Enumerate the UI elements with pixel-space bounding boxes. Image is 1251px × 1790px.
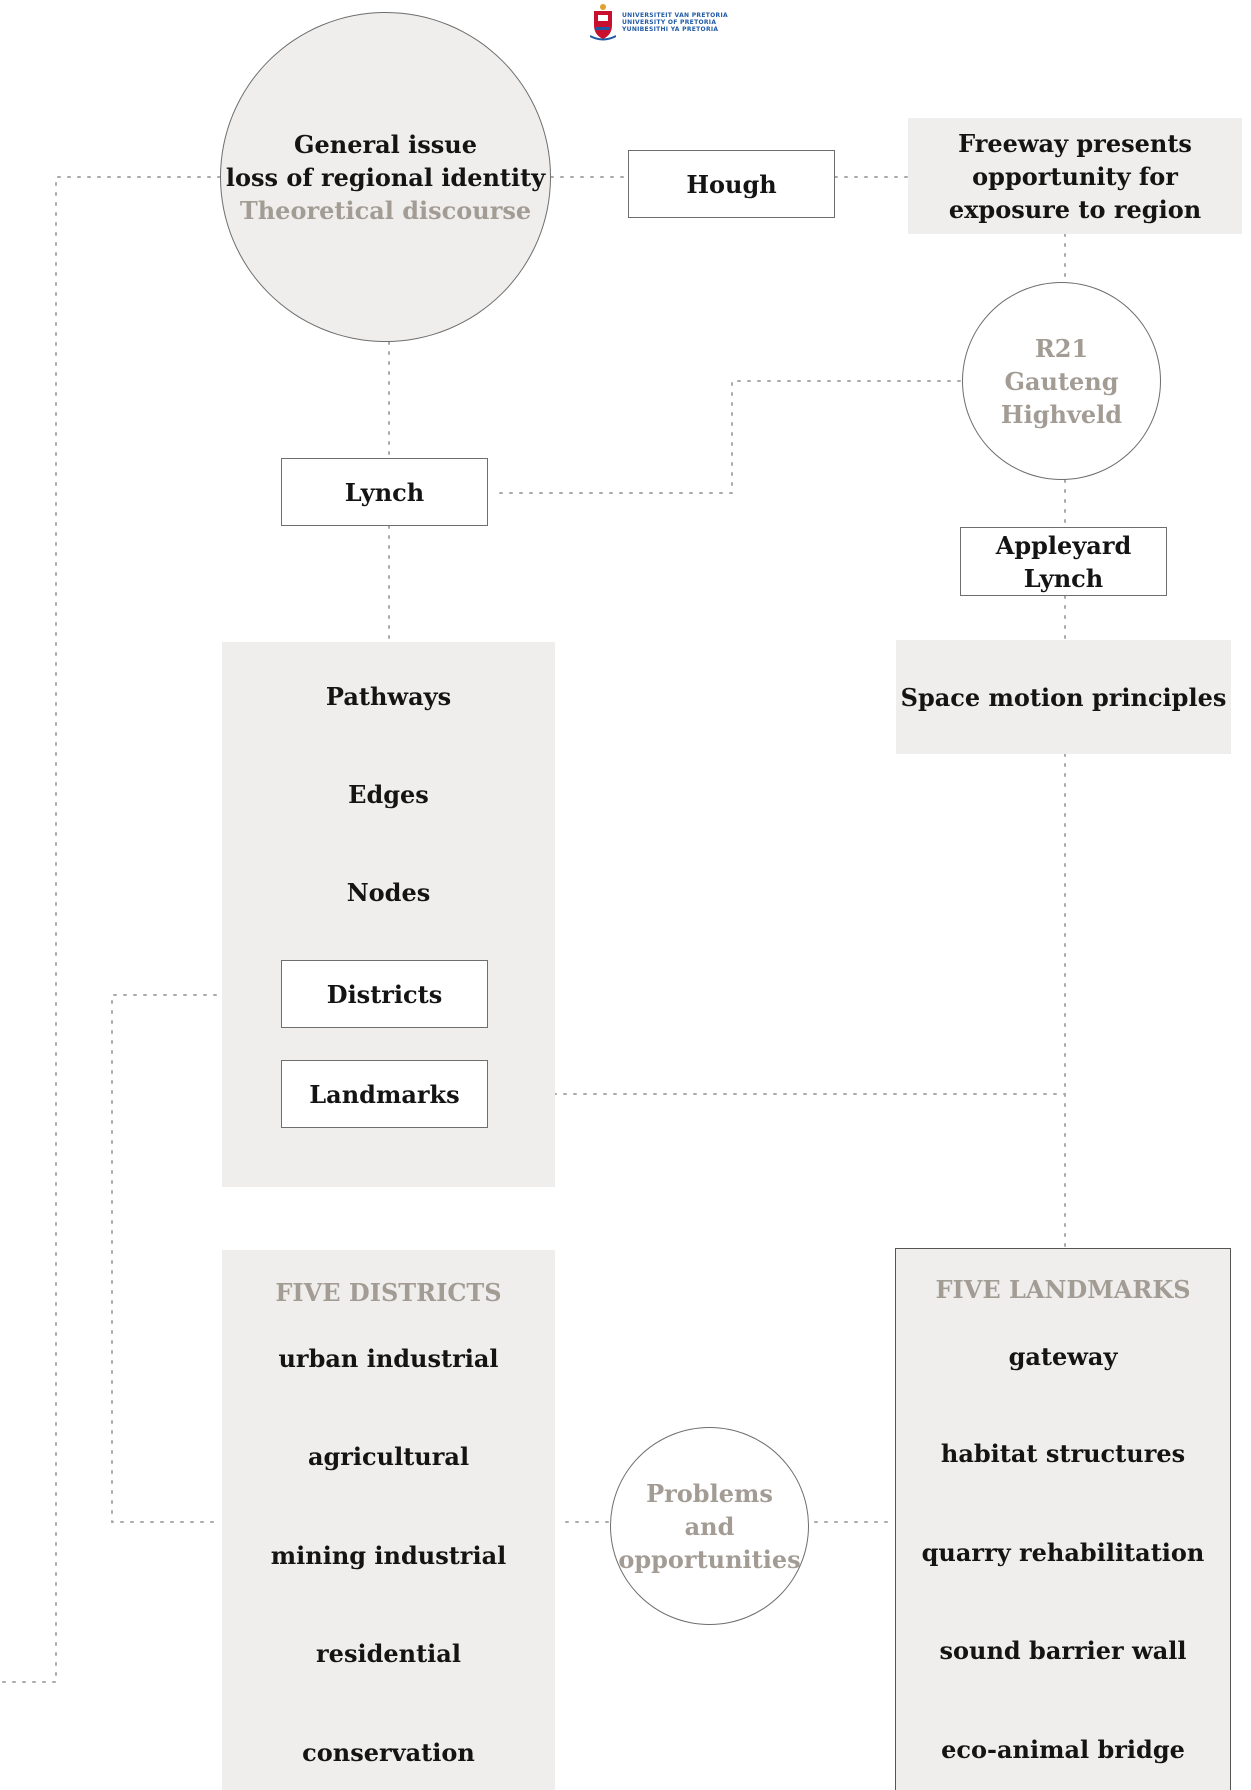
landmark-item: sound barrier wall xyxy=(939,1636,1187,1665)
logo-line-3: YUNIBESITHI YA PRETORIA xyxy=(622,25,719,33)
appleyard-lynch-box: Appleyard Lynch xyxy=(960,527,1167,596)
highveld-label: Highveld xyxy=(1000,399,1123,429)
hough-label: Hough xyxy=(686,169,777,199)
and-label: and xyxy=(684,1511,735,1541)
general-issue-circle: General issue loss of regional identity … xyxy=(220,12,551,342)
freeway-panel: Freeway presents opportunity for exposur… xyxy=(908,118,1242,234)
landmark-item: eco-animal bridge xyxy=(941,1735,1185,1764)
district-item: agricultural xyxy=(307,1442,470,1471)
landmarks-box: Landmarks xyxy=(281,1060,488,1128)
district-item: conservation xyxy=(302,1738,475,1767)
university-crest-icon xyxy=(590,4,616,41)
university-logo: UNIVERSITEIT VAN PRETORIA UNIVERSITY OF … xyxy=(590,2,738,42)
five-districts-title: FIVE DISTRICTS xyxy=(275,1278,502,1307)
space-motion-panel: Space motion principles xyxy=(896,640,1231,754)
lynch-box: Lynch xyxy=(281,458,488,526)
landmark-item: habitat structures xyxy=(940,1439,1186,1468)
district-item: mining industrial xyxy=(270,1541,507,1570)
five-districts-panel: FIVE DISTRICTS urban industrial agricult… xyxy=(222,1250,555,1790)
opportunities-label: opportunities xyxy=(618,1544,801,1574)
appleyard-label: Appleyard xyxy=(995,530,1132,560)
space-motion-label: Space motion principles xyxy=(900,682,1227,712)
problems-label: Problems xyxy=(646,1478,773,1508)
landmark-item: gateway xyxy=(1008,1342,1118,1371)
district-item: residential xyxy=(316,1639,461,1668)
gauteng-label: Gauteng xyxy=(1004,366,1119,396)
freeway-line-1: Freeway presents xyxy=(958,128,1192,158)
freeway-line-2: opportunity for xyxy=(972,161,1178,191)
edges-label: Edges xyxy=(348,780,429,809)
five-landmarks-title: FIVE LANDMARKS xyxy=(935,1275,1191,1304)
connector-general-to-left xyxy=(0,176,221,1683)
general-issue-title: General issue xyxy=(293,129,477,159)
pathways-label: Pathways xyxy=(325,682,452,711)
theoretical-discourse-label: Theoretical discourse xyxy=(239,195,532,225)
logo-line-1: UNIVERSITEIT VAN PRETORIA xyxy=(622,11,728,19)
connector-districts-to-five-districts xyxy=(111,994,277,1523)
lynch-label: Lynch xyxy=(344,477,425,507)
connector-r21-to-lynch xyxy=(499,380,961,494)
districts-label: Districts xyxy=(326,979,443,1009)
general-issue-subtitle: loss of regional identity xyxy=(225,162,546,192)
freeway-line-3: exposure to region xyxy=(948,194,1202,224)
hough-box: Hough xyxy=(628,150,835,218)
district-item: urban industrial xyxy=(278,1344,499,1373)
appleyard-lynch-label: Lynch xyxy=(1023,563,1104,593)
landmarks-label: Landmarks xyxy=(309,1079,460,1109)
logo-line-2: UNIVERSITY OF PRETORIA xyxy=(622,18,717,26)
districts-box: Districts xyxy=(281,960,488,1028)
landmark-item: quarry rehabilitation xyxy=(921,1538,1205,1567)
nodes-label: Nodes xyxy=(346,878,431,907)
five-landmarks-panel: FIVE LANDMARKS gateway habitat structure… xyxy=(895,1248,1231,1790)
problems-opportunities-circle: Problems and opportunities xyxy=(610,1427,809,1625)
r21-circle: R21 Gauteng Highveld xyxy=(962,282,1161,480)
r21-label: R21 xyxy=(1034,333,1089,363)
